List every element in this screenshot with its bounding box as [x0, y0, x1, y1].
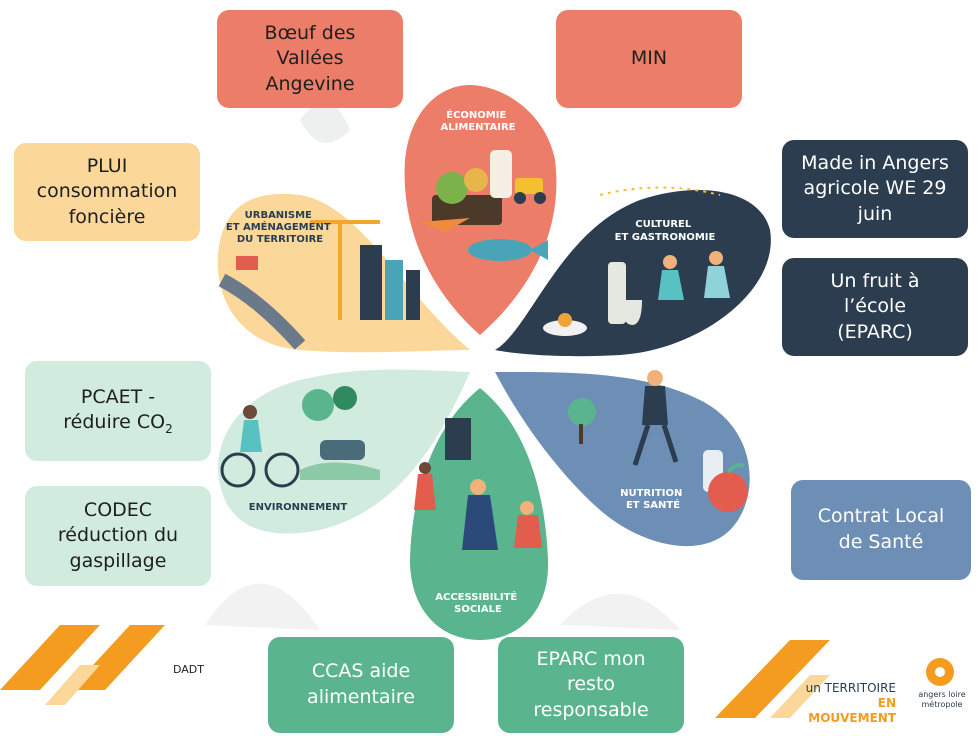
box-eparc-resto-label: EPARC mon resto responsable: [533, 647, 649, 721]
petal-label-accessibilite: ACCESSIBILITÉ SOCIALE: [435, 590, 521, 615]
petal-economie-alimentaire: [404, 85, 557, 335]
petal-label-nutrition: NUTRITION ET SANTÉ: [620, 488, 686, 511]
footer-slogan-line1: un TERRITOIRE: [805, 681, 896, 695]
box-min: MIN: [556, 10, 742, 108]
box-min-label: MIN: [630, 47, 668, 70]
petal-environnement: [218, 369, 470, 534]
box-codec-label: CODEC réduction du gaspillage: [57, 498, 179, 572]
box-ccas: CCAS aide alimentaire: [268, 637, 454, 733]
box-boeuf-vallees: Bœuf des Vallées Angevine: [217, 10, 403, 108]
box-pcaet-line1: PCAET -: [80, 385, 156, 408]
box-contrat-local: Contrat Local de Santé: [791, 480, 971, 580]
box-contrat-local-label: Contrat Local de Santé: [817, 505, 945, 553]
decorative-stripes-right: [715, 640, 830, 718]
petal-nutrition-sante: [495, 370, 750, 547]
petal-label-culturel: CULTUREL ET GASTRONOMIE: [615, 219, 716, 243]
box-plui-label: PLUI consommation foncière: [36, 154, 178, 228]
footer-dadt: DADT: [173, 663, 204, 676]
box-fruit-ecole-label: Un fruit à l’école (EPARC): [830, 269, 920, 343]
box-made-in-angers: Made in Angers agricole WE 29 juin: [782, 140, 968, 238]
box-boeuf-label: Bœuf des Vallées Angevine: [264, 21, 356, 95]
box-made-in-angers-label: Made in Angers agricole WE 29 juin: [801, 151, 949, 225]
box-eparc-resto: EPARC mon resto responsable: [498, 637, 684, 733]
box-fruit-ecole: Un fruit à l’école (EPARC): [782, 258, 968, 356]
box-pcaet: PCAET - réduire CO2: [25, 361, 211, 461]
decorative-stripes-left: [0, 625, 165, 705]
footer-slogan-line2: EN MOUVEMENT: [808, 696, 896, 725]
box-ccas-label: CCAS aide alimentaire: [307, 660, 415, 708]
box-pcaet-label: PCAET - réduire CO2: [63, 385, 172, 438]
angers-loire-logo: [926, 658, 954, 686]
box-plui: PLUI consommation foncière: [14, 143, 200, 241]
petal-culturel-gastronomie: [495, 186, 771, 357]
petal-accessibilite-sociale: [410, 388, 549, 640]
petal-urbanisme: [217, 193, 470, 353]
petal-label-urbanisme: URBANISME ET AMÉNAGEMENT DU TERRITOIRE: [226, 210, 334, 245]
box-pcaet-subscript: 2: [165, 422, 173, 437]
footer-logo-text: angers loire métropole: [918, 690, 966, 709]
footer-slogan: un TERRITOIRE EN MOUVEMENT: [790, 681, 896, 726]
petal-label-economie: ÉCONOMIE ALIMENTAIRE: [440, 108, 515, 133]
box-pcaet-line2: réduire CO: [63, 411, 166, 434]
box-codec: CODEC réduction du gaspillage: [25, 486, 211, 586]
petal-label-environnement: ENVIRONNEMENT: [249, 502, 348, 513]
